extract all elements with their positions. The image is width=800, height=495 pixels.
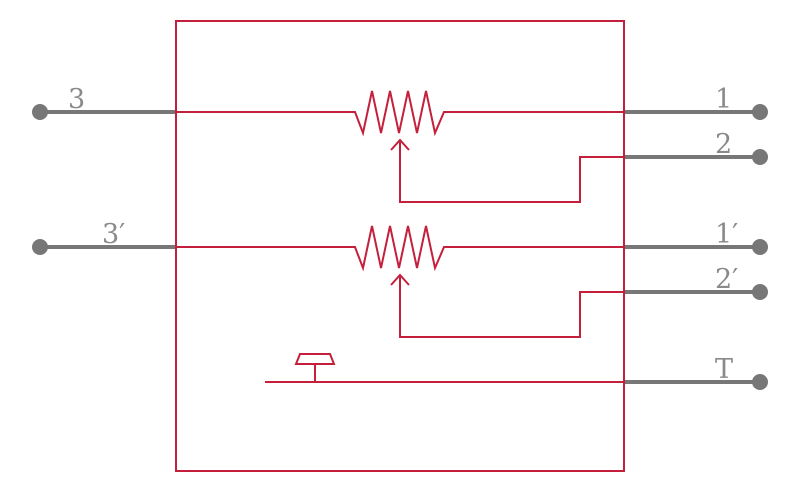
pin-3b-label: 3′ — [102, 219, 125, 250]
wiper-upper — [399, 140, 624, 203]
pin-3b-dot[interactable] — [32, 239, 48, 255]
pin-1-label: 1 — [715, 84, 732, 115]
pin-3-dot[interactable] — [32, 104, 48, 120]
pin-1-dot[interactable] — [752, 104, 768, 120]
wiper-lower — [399, 275, 624, 338]
pin-labels: 3 3′ 1 2 1′ 2′ T — [68, 84, 738, 385]
pin-2b-dot[interactable] — [752, 284, 768, 300]
component-body — [175, 20, 625, 472]
pin-3-label: 3 — [68, 84, 85, 115]
pin-2-dot[interactable] — [752, 149, 768, 165]
pin-leads — [32, 104, 768, 390]
resistor-lower — [176, 225, 624, 272]
wiper-lower-arrow-icon — [390, 273, 410, 286]
pin-2b-label: 2′ — [715, 264, 738, 295]
resistor-upper — [176, 90, 624, 137]
pin-2-label: 2 — [715, 129, 732, 160]
pin-T-label: T — [715, 354, 733, 385]
pin-1b-label: 1′ — [715, 219, 738, 250]
tap-button-icon — [294, 353, 336, 365]
pin-1b-dot[interactable] — [752, 239, 768, 255]
wiper-upper-arrow-icon — [390, 138, 410, 151]
pin-T-dot[interactable] — [752, 374, 768, 390]
